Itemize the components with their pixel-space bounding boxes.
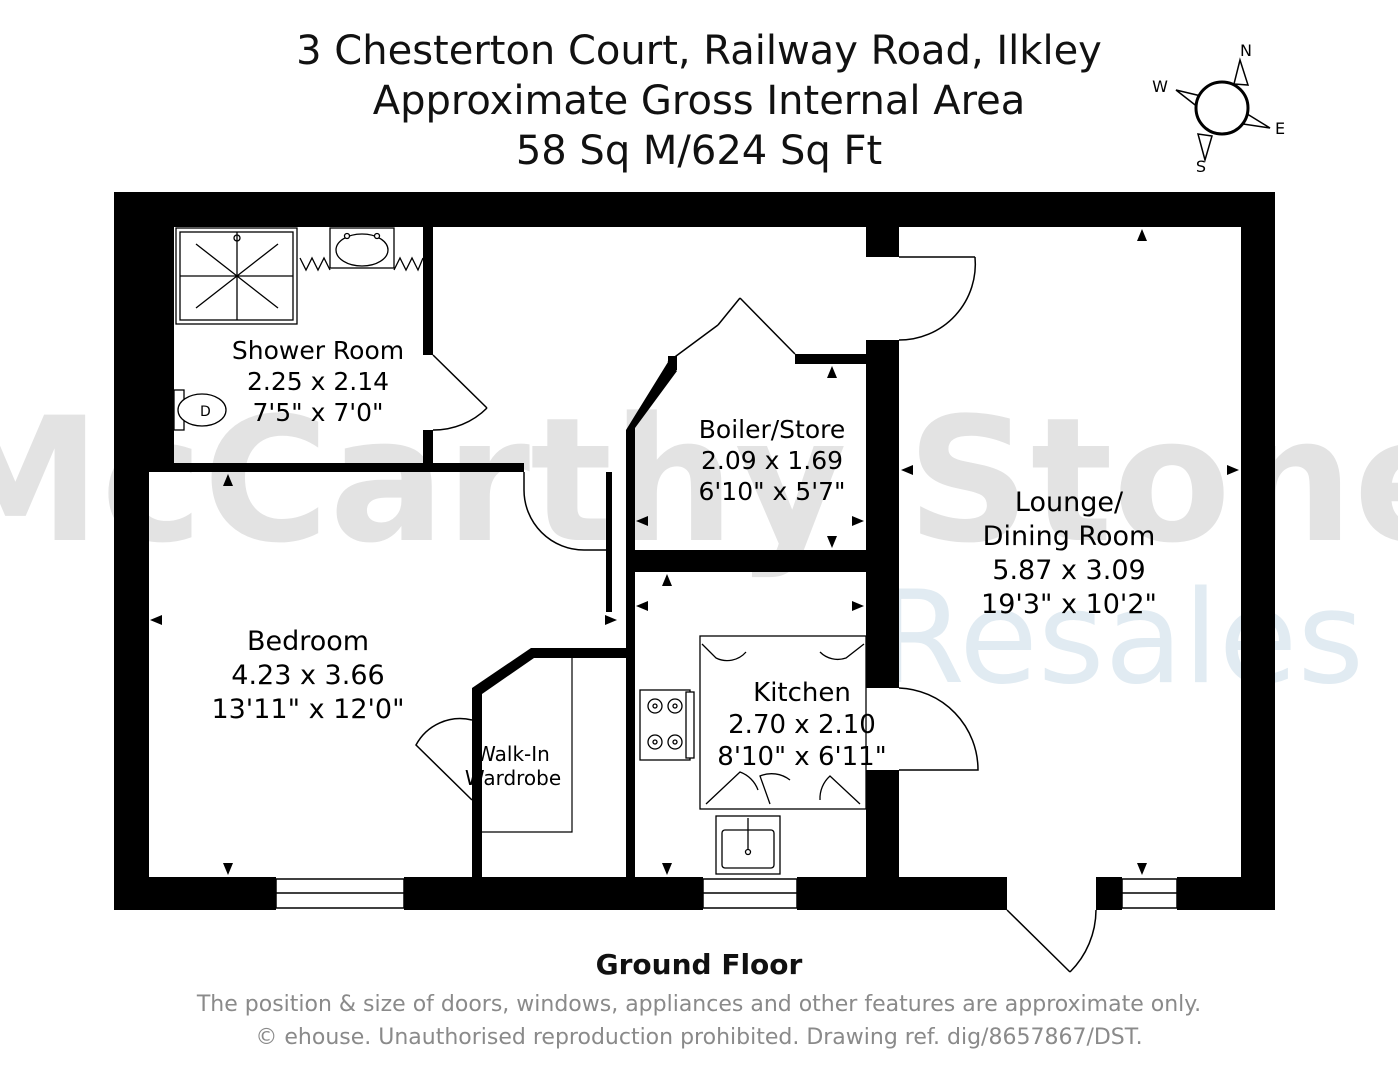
boiler-metric: 2.09 x 1.69 — [701, 446, 843, 475]
compass-icon — [1175, 57, 1271, 163]
wardrobe-rail — [482, 658, 573, 833]
floor-name: Ground Floor — [595, 948, 803, 981]
kitchen-units — [699, 635, 867, 810]
doors — [415, 256, 1097, 973]
windows — [275, 878, 1178, 909]
room-bedroom: Bedroom 4.23 x 3.66 13'11" x 12'0" — [211, 626, 404, 725]
bedroom-name: Bedroom — [247, 626, 369, 657]
shower-metric: 2.25 x 2.14 — [247, 367, 389, 396]
room-shower: Shower Room 2.25 x 2.14 7'5" x 7'0" — [232, 336, 404, 427]
sink-icon — [715, 815, 781, 875]
wardrobe-name2: Wardrobe — [465, 766, 561, 790]
svg-text:D: D — [200, 404, 211, 420]
compass-e: E — [1275, 119, 1285, 138]
shower-name: Shower Room — [232, 336, 404, 365]
disclaimer-line1: The position & size of doors, windows, a… — [196, 992, 1202, 1017]
plan-title: 3 Chesterton Court, Railway Road, Ilkley… — [0, 26, 1398, 176]
wardrobe-name1: Walk-In — [476, 742, 550, 766]
watermark-line1: McCarthy Stone — [0, 380, 1398, 581]
room-wardrobe: Walk-In Wardrobe — [465, 742, 561, 790]
disclaimer-line2: © ehouse. Unauthorised reproduction proh… — [255, 1025, 1143, 1050]
shower-tray-icon — [175, 227, 298, 325]
bedroom-imperial: 13'11" x 12'0" — [211, 694, 404, 725]
area-heading: Approximate Gross Internal Area — [372, 78, 1026, 124]
bedroom-metric: 4.23 x 3.66 — [231, 660, 384, 691]
disclaimer: The position & size of doors, windows, a… — [0, 988, 1398, 1054]
kitchen-imperial: 8'10" x 6'11" — [717, 742, 886, 772]
room-boiler: Boiler/Store 2.09 x 1.69 6'10" x 5'7" — [699, 415, 846, 506]
boiler-name: Boiler/Store — [699, 415, 846, 444]
lounge-name1: Lounge/ — [1015, 487, 1124, 518]
dimension-arrows — [150, 229, 1239, 875]
watermark: McCarthy Stone Resales — [0, 380, 1398, 713]
walls — [114, 192, 1275, 910]
kitchen-metric: 2.70 x 2.10 — [728, 710, 876, 740]
hob-icon — [639, 689, 695, 761]
address: 3 Chesterton Court, Railway Road, Ilkley — [296, 28, 1102, 74]
watermark-line2: Resales — [876, 564, 1364, 713]
boiler-imperial: 6'10" x 5'7" — [699, 477, 846, 506]
compass-w: W — [1152, 77, 1168, 96]
wash-basin-icon — [299, 227, 424, 272]
compass-n: N — [1240, 41, 1252, 60]
shower-imperial: 7'5" x 7'0" — [252, 398, 383, 427]
lounge-imperial: 19'3" x 10'2" — [981, 589, 1157, 620]
compass-s: S — [1196, 157, 1206, 176]
room-lounge: Lounge/ Dining Room 5.87 x 3.09 19'3" x … — [981, 487, 1157, 620]
lounge-name2: Dining Room — [983, 521, 1156, 552]
toilet-icon: D — [173, 389, 227, 431]
kitchen-name: Kitchen — [753, 678, 851, 708]
area-value: 58 Sq M/624 Sq Ft — [515, 128, 883, 174]
lounge-metric: 5.87 x 3.09 — [992, 555, 1145, 586]
room-kitchen: Kitchen 2.70 x 2.10 8'10" x 6'11" — [717, 678, 886, 772]
